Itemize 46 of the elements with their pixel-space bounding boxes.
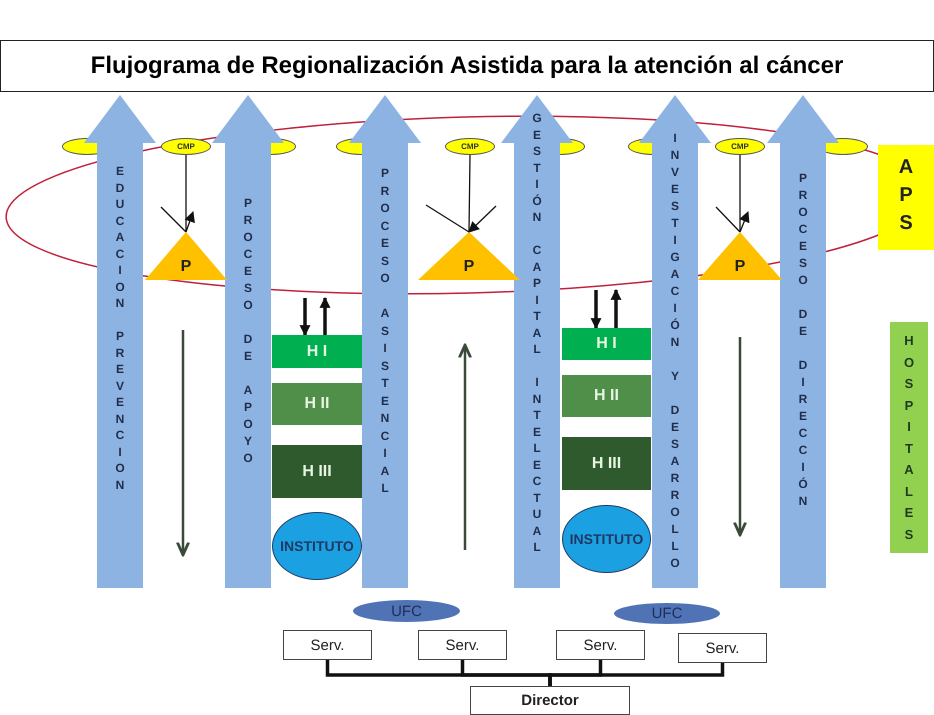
triangle-label: P (180, 258, 192, 276)
arrow (610, 288, 622, 328)
institute-label: INSTITUTO (280, 538, 354, 554)
vertical-label: PROCESO ASISTENCIAL (379, 165, 391, 497)
vertical-label: APS (898, 155, 914, 236)
unit-label: UFC (652, 605, 682, 622)
arrow (184, 210, 195, 232)
triangle-label: P (734, 258, 746, 276)
org-label: Serv. (446, 636, 480, 654)
arrow (739, 210, 750, 232)
arrow (300, 298, 310, 336)
vertical-label: HOSPITALES (902, 332, 916, 544)
institute-label: INSTITUTO (570, 531, 644, 547)
level-label: H I (596, 335, 617, 353)
connector-line (426, 204, 470, 233)
triangle-label: P (462, 258, 476, 276)
side-band (890, 322, 928, 553)
arrow (320, 296, 330, 335)
ellipse-label: CMP (731, 142, 749, 151)
org-label: Serv. (706, 640, 740, 656)
vertical-label: PROCESO DE DIRECCIÓN (797, 170, 809, 510)
connector-line (468, 155, 471, 232)
arrow (590, 290, 602, 330)
connector-line (716, 206, 740, 232)
ellipse-label: CMP (461, 142, 479, 151)
org-label: Serv. (584, 636, 618, 654)
connector-line (160, 206, 186, 232)
ellipse-label: CMP (177, 142, 195, 151)
vertical-label: GESTIÓN CAPITAL INTELECTUAL (531, 110, 543, 556)
connector-line (185, 155, 187, 232)
level-label: H III (592, 454, 622, 472)
vertical-label: PROCESO DE APOYO (242, 195, 254, 467)
side-band (878, 145, 934, 250)
level-label: H II (304, 395, 330, 413)
arrow (468, 206, 496, 233)
unit-label: UFC (391, 602, 422, 620)
vertical-label: INVESTIGACIÓN Y DESARROLLO (669, 130, 681, 572)
org-label: Director (521, 692, 579, 709)
connector-line (739, 155, 741, 232)
level-label: H II (594, 387, 619, 405)
org-label: Serv. (310, 636, 344, 654)
level-label: H I (306, 342, 328, 360)
diagram-title: Flujograma de Regionalización Asistida para la atención al cáncer (90, 52, 844, 80)
connector-line (548, 663, 724, 686)
vertical-label: EDUCACION PREVENCION (114, 163, 126, 493)
level-label: H III (302, 462, 332, 480)
